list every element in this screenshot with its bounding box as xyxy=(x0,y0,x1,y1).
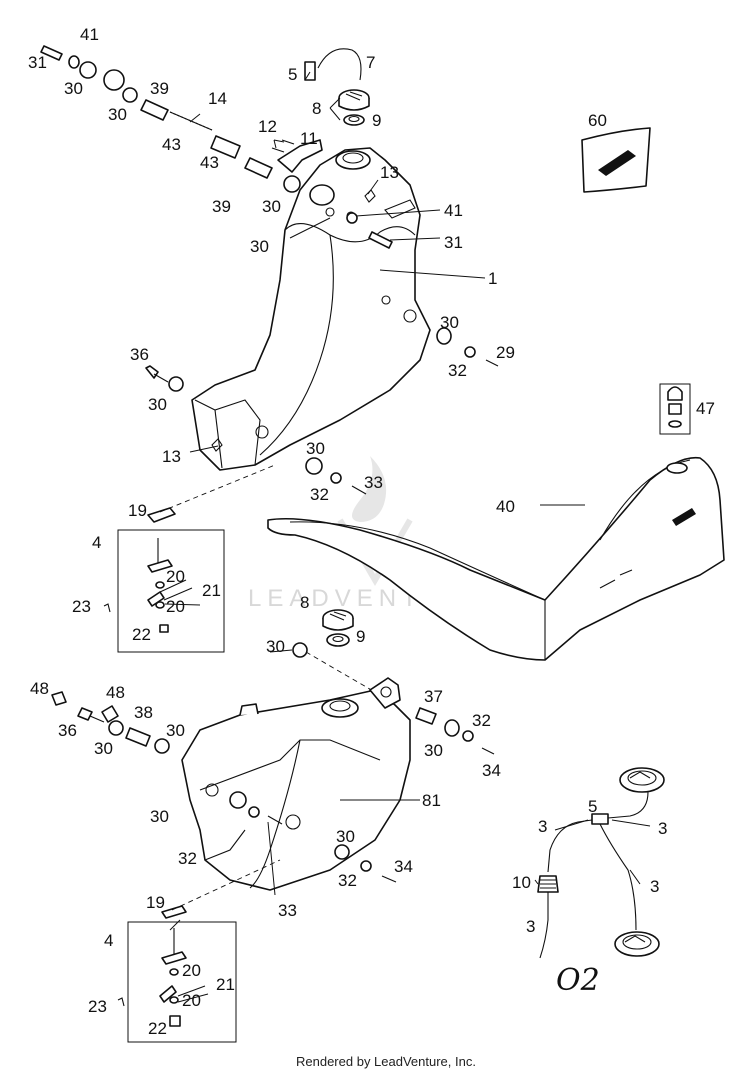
callout-41: 41 xyxy=(444,201,463,220)
callout-32: 32 xyxy=(448,361,467,380)
callout-32: 32 xyxy=(178,849,197,868)
callout-41: 41 xyxy=(80,25,99,44)
callout-30: 30 xyxy=(424,741,443,760)
mid-cap xyxy=(292,609,381,696)
callout-13: 13 xyxy=(162,447,181,466)
callout-12: 12 xyxy=(258,117,277,136)
callout-34: 34 xyxy=(394,857,413,876)
callout-1: 1 xyxy=(488,269,497,288)
callout-36: 36 xyxy=(130,345,149,364)
callout-8: 8 xyxy=(300,593,309,612)
callout-3: 3 xyxy=(658,819,667,838)
callout-3: 3 xyxy=(650,877,659,896)
callout-5: 5 xyxy=(588,797,597,816)
callout-30: 30 xyxy=(336,827,355,846)
callout-23: 23 xyxy=(72,597,91,616)
callout-33: 33 xyxy=(278,901,297,920)
petcock-assembly-lower xyxy=(117,859,281,1043)
petcock-assembly-upper xyxy=(103,464,276,653)
callout-20: 20 xyxy=(166,597,185,616)
callout-20: 20 xyxy=(182,991,201,1010)
callout-8: 8 xyxy=(312,99,321,118)
callout-30: 30 xyxy=(306,439,325,458)
callout-30: 30 xyxy=(94,739,113,758)
top-hardware xyxy=(40,45,499,495)
callout-3: 3 xyxy=(526,917,535,936)
callout-9: 9 xyxy=(372,111,381,130)
callout-48: 48 xyxy=(30,679,49,698)
fuel-tank-lower xyxy=(181,677,411,891)
callout-11: 11 xyxy=(300,129,318,148)
callout-38: 38 xyxy=(134,703,153,722)
callout-36: 36 xyxy=(58,721,77,740)
callout-60: 60 xyxy=(588,111,607,130)
callout-30: 30 xyxy=(440,313,459,332)
callout-5: 5 xyxy=(288,65,297,84)
callout-40: 40 xyxy=(496,497,515,516)
callout-4: 4 xyxy=(104,931,113,950)
callout-32: 32 xyxy=(338,871,357,890)
decal-60 xyxy=(581,127,651,193)
filler-cap-47 xyxy=(659,383,691,435)
callout-30: 30 xyxy=(108,105,127,124)
callout-34: 34 xyxy=(482,761,501,780)
callout-30: 30 xyxy=(150,807,169,826)
petcock-box-lower xyxy=(127,921,237,1043)
callout-23: 23 xyxy=(88,997,107,1016)
callout-21: 21 xyxy=(202,581,221,600)
callout-13: 13 xyxy=(380,163,399,182)
callout-19: 19 xyxy=(146,893,165,912)
lower-hardware xyxy=(51,691,495,883)
callout-47: 47 xyxy=(696,399,715,418)
seat-40 xyxy=(267,456,725,661)
leader-lines xyxy=(159,71,651,1003)
handwritten-mark: O2 xyxy=(556,963,600,998)
callout-37: 37 xyxy=(424,687,443,706)
callout-10: 10 xyxy=(512,873,531,892)
callout-14: 14 xyxy=(208,89,227,108)
hose-assembly xyxy=(537,767,665,959)
callout-30: 30 xyxy=(250,237,269,256)
callout-20: 20 xyxy=(166,567,185,586)
callout-32: 32 xyxy=(472,711,491,730)
callout-43: 43 xyxy=(200,153,219,172)
callout-31: 31 xyxy=(444,233,463,252)
callout-22: 22 xyxy=(132,625,151,644)
callout-3: 3 xyxy=(538,817,547,836)
callout-20: 20 xyxy=(182,961,201,980)
callout-19: 19 xyxy=(128,501,147,520)
petcock-box-upper xyxy=(117,529,225,653)
callout-39: 39 xyxy=(212,197,231,216)
callout-30: 30 xyxy=(262,197,281,216)
callout-30: 30 xyxy=(166,721,185,740)
callout-30: 30 xyxy=(148,395,167,414)
callout-43: 43 xyxy=(162,135,181,154)
callout-31: 31 xyxy=(28,53,47,72)
callout-9: 9 xyxy=(356,627,365,646)
footer-credit: Rendered by LeadVenture, Inc. xyxy=(296,1054,476,1069)
callout-29: 29 xyxy=(496,343,515,362)
callout-81: 81 xyxy=(422,791,441,810)
callout-labels: 31 41 30 30 39 14 43 43 39 30 12 11 5 7 … xyxy=(28,25,715,1038)
callout-4: 4 xyxy=(92,533,101,552)
callout-22: 22 xyxy=(148,1019,167,1038)
callout-33: 33 xyxy=(364,473,383,492)
callout-7: 7 xyxy=(366,53,375,72)
callout-48: 48 xyxy=(106,683,125,702)
callout-32: 32 xyxy=(310,485,329,504)
callout-30: 30 xyxy=(64,79,83,98)
callout-21: 21 xyxy=(216,975,235,994)
callout-30: 30 xyxy=(266,637,285,656)
callout-39: 39 xyxy=(150,79,169,98)
